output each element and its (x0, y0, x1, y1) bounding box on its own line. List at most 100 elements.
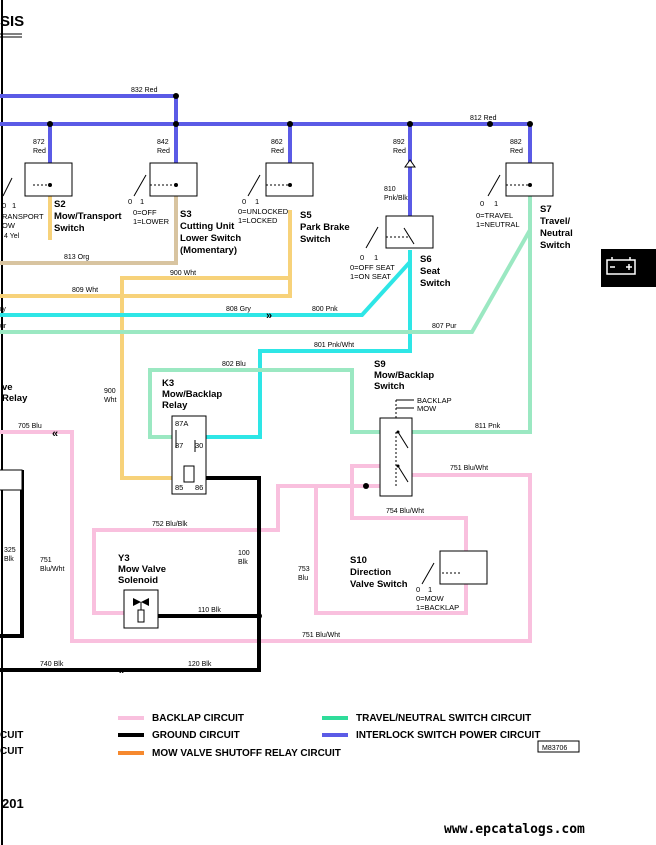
k3-terminal-30: 30 (195, 441, 203, 450)
k3-terminal-87a: 87A (175, 419, 188, 428)
s10-name-1: Direction (350, 567, 391, 578)
wire-label-754: 754 Blu/Wht (386, 508, 424, 515)
k3-terminal-86: 86 (195, 483, 203, 492)
wire-label-832: 832 Red (131, 87, 158, 94)
s10-legend-0: 0=MOW (416, 594, 445, 603)
wire-label-810-color: Pnk/Blk (384, 195, 408, 202)
wire-label-872-num: 872 (33, 139, 45, 146)
s6-pos-0: 0 (360, 253, 364, 262)
s7-pos-1: 1 (494, 199, 498, 208)
k3-id: K3 (162, 378, 174, 389)
wire-label-802: 802 Blu (222, 361, 246, 368)
wire-label-110: 110 Blk (198, 607, 221, 614)
s6-pos-1: 1 (374, 253, 378, 262)
s5-name-1: Park Brake (300, 222, 350, 233)
s7-pos-0: 0 (480, 199, 484, 208)
splice-dot-ground (256, 613, 262, 619)
wire-807 (0, 196, 532, 334)
splice-dots (47, 93, 533, 127)
legend-label-mow-valve: MOW VALVE SHUTOFF RELAY CIRCUIT (152, 748, 341, 759)
solenoid-y3 (123, 589, 159, 629)
s5-pos-1: 1 (255, 197, 259, 206)
wire-label-fragment-gry: ry (0, 306, 6, 313)
wire-label-808: 808 Gry (226, 306, 251, 313)
figure-id: M83706 (542, 745, 567, 752)
left-frag-2: Relay (2, 393, 28, 404)
wire-label-753-color: Blu (298, 575, 308, 582)
wire-label-842-num: 842 (157, 139, 169, 146)
wire-label-751-top: 751 Blu/Wht (450, 465, 488, 472)
left-component-fragment (0, 469, 23, 491)
s6-legend-0: 0=OFF SEAT (350, 263, 395, 272)
s9-name-1: Mow/Backlap (374, 370, 434, 381)
legend-frag-1: CUIT (0, 730, 23, 741)
splice-dot-s9 (363, 483, 369, 489)
relay-k3: 87A 87 30 85 86 (171, 415, 207, 495)
s3-name-2: Lower Switch (180, 233, 241, 244)
s6-id: S6 (420, 254, 432, 265)
s3-id: S3 (180, 209, 192, 220)
wire-label-862-color: Red (271, 148, 284, 155)
s9-mow-label: MOW (417, 404, 437, 413)
backlap-circuit-wires (0, 430, 532, 643)
legend-label-interlock: INTERLOCK SWITCH POWER CIRCUIT (356, 730, 540, 741)
s7-legend-0: 0=TRAVEL (476, 211, 513, 220)
s7-legend-1: 1=NEUTRAL (476, 220, 520, 229)
wire-label-100-color: Blk (238, 559, 248, 566)
s3-pos-1: 1 (140, 197, 144, 206)
wire-label-100-num: 100 (238, 550, 250, 557)
legend-label-backlap: BACKLAP CIRCUIT (152, 713, 244, 724)
s3-pos-0: 0 (128, 197, 132, 206)
wire-808 (0, 250, 412, 317)
wire-label-fragment-pur: ur (0, 323, 7, 330)
page-title-fragment: SIS (0, 13, 24, 30)
wire-809 (0, 210, 292, 298)
wire-label-120: 120 Blk (188, 661, 212, 668)
s2-pos-1: 1 (12, 201, 16, 210)
wire-label-753-num: 753 (298, 566, 310, 573)
y3-name-1: Mow Valve (118, 564, 166, 575)
figure-id-box (537, 740, 580, 753)
switch-s5: 0 1 (242, 162, 314, 206)
wire-label-900-top: 900 Wht (170, 270, 196, 277)
connector-arrow-892 (404, 159, 416, 168)
switch-s6: 0 1 (360, 215, 434, 262)
s3-name-1: Cutting Unit (180, 221, 235, 232)
legend-label-travel: TRAVEL/NEUTRAL SWITCH CIRCUIT (356, 713, 531, 724)
wire-label-900-num: 900 (104, 388, 116, 395)
s3-name-3: (Momentary) (180, 245, 237, 256)
s9-id: S9 (374, 359, 386, 370)
wire-label-325-color: Blk (4, 556, 14, 563)
s10-legend-1: 1=BACKLAP (416, 603, 459, 612)
switch-s7: 0 1 (480, 162, 554, 208)
s5-legend-0: 0=UNLOCKED (238, 207, 289, 216)
s9-backlap-label: BACKLAP (417, 396, 452, 405)
s2-frag-1: RANSPORT (2, 212, 44, 221)
switch-s9 (379, 399, 414, 497)
wire-label-751-left-color: Blu/Wht (40, 566, 65, 573)
wire-label-842-color: Red (157, 148, 170, 155)
s10-id: S10 (350, 555, 367, 566)
wire-label-862-num: 862 (271, 139, 283, 146)
wire-label-811: 811 Pnk (475, 423, 501, 430)
wire-label-872-color: Red (33, 148, 46, 155)
page-number-fragment: 201 (2, 796, 24, 811)
s6-name-2: Switch (420, 278, 451, 289)
s7-name-2: Neutral (540, 228, 573, 239)
wire-label-810-num: 810 (384, 186, 396, 193)
s5-pos-0: 0 (242, 197, 246, 206)
s7-name-1: Travel/ (540, 216, 570, 227)
wire-label-751-bottom: 751 Blu/Wht (302, 632, 340, 639)
k3-name-2: Relay (162, 400, 188, 411)
switch-s3: 0 1 (128, 162, 198, 206)
wire-801 (206, 262, 412, 439)
wire-label-752: 752 Blu/Blk (152, 521, 188, 528)
wire-label-751-left-num: 751 (40, 557, 52, 564)
k3-terminal-85: 85 (175, 483, 183, 492)
wire-813 (0, 196, 178, 265)
wire-label-fragment-yel: 4 Yel (4, 233, 20, 240)
wire-label-882-color: Red (510, 148, 523, 155)
switch-s10: 0 1 (416, 550, 488, 594)
battery-icon (606, 257, 636, 275)
